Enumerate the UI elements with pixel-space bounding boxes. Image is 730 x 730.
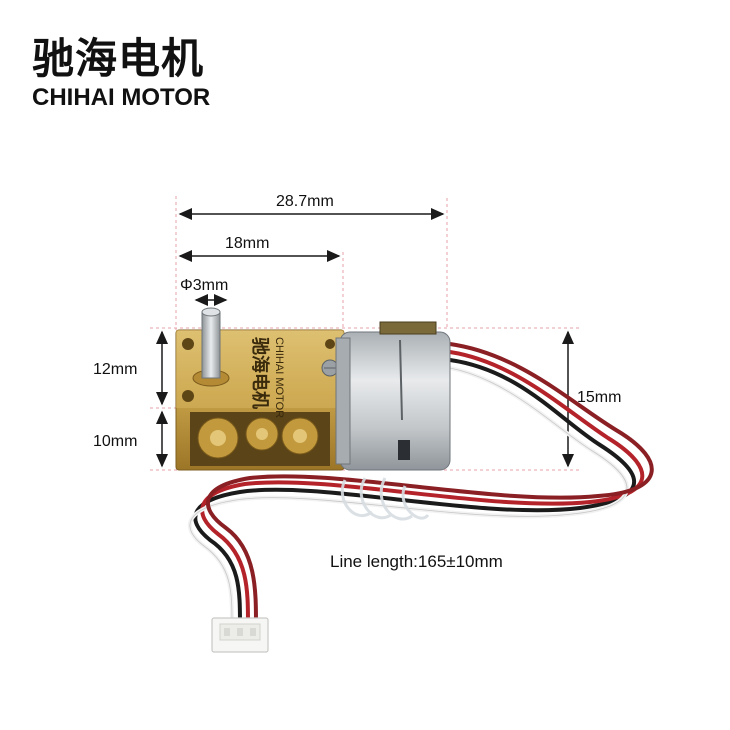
brand-name-en: CHIHAI MOTOR — [32, 84, 211, 111]
housing-label-cn: 驰海电机 — [249, 337, 271, 409]
brand-name-cn: 驰海电机 — [32, 34, 205, 83]
lower-height-label: 10mm — [93, 433, 137, 450]
cable-tie — [340, 477, 430, 521]
motor-diameter-label: 15mm — [577, 389, 621, 406]
brand-logo: 驰海电机 CHIHAI MOTOR — [32, 36, 242, 112]
housing-label-en: CHIHAI MOTOR — [273, 337, 285, 418]
wire-connector — [211, 617, 269, 653]
motor-wires — [187, 342, 654, 627]
line-length-caption: Line length:165±10mm — [330, 552, 503, 571]
stepper-motor-can — [335, 321, 451, 471]
total-length-label: 28.7mm — [276, 193, 334, 210]
gearbox-housing: 驰海电机 CHIHAI MOTOR — [175, 329, 345, 471]
upper-height-label: 12mm — [93, 361, 137, 378]
output-shaft — [192, 307, 230, 387]
gearbox-length-label: 18mm — [225, 235, 269, 252]
shaft-diameter-label: Φ3mm — [180, 277, 228, 294]
